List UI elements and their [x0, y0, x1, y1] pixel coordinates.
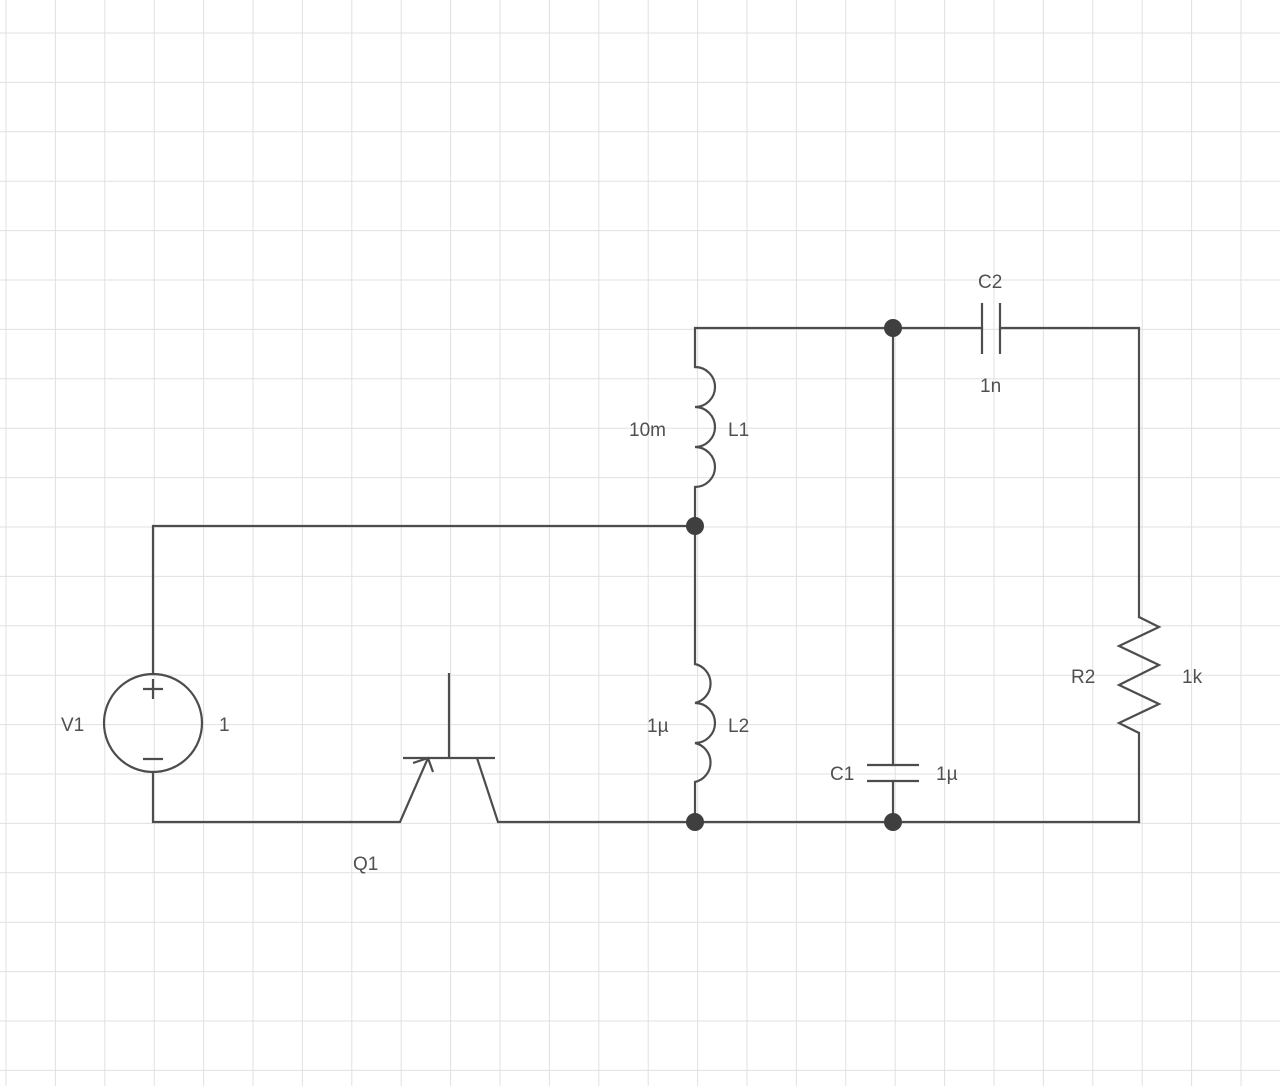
junction-nodes	[686, 319, 902, 831]
l1-value-label: 10m	[629, 420, 666, 441]
c2-name-label: C2	[978, 272, 1002, 293]
l2-coil	[694, 662, 717, 784]
r2-name-label: R2	[1071, 667, 1095, 688]
v1-body	[102, 672, 204, 774]
wires	[151, 326, 1141, 824]
l1-name-label: L1	[728, 420, 749, 441]
c2-value-label: 1n	[980, 376, 1001, 397]
q1-emitter	[350, 757, 430, 824]
capacitor-c1[interactable]: C1 1µ	[830, 763, 958, 785]
l2-value-label: 1µ	[647, 716, 669, 737]
capacitor-c2[interactable]: C2 1n	[978, 272, 1002, 397]
wire-v1-bottom[interactable]	[151, 770, 352, 824]
c1-value-label: 1µ	[936, 764, 958, 785]
junction-node[interactable]	[686, 813, 704, 831]
wire-l1-top[interactable]	[693, 326, 895, 369]
inductor-l2[interactable]: 1µ L2	[647, 662, 749, 784]
wire-c2-right[interactable]	[998, 326, 1141, 619]
v1-name-label: V1	[61, 715, 84, 736]
l1-coil	[694, 365, 717, 489]
junction-node[interactable]	[686, 517, 704, 535]
q1-name-label: Q1	[353, 854, 378, 875]
r2-value-label: 1k	[1182, 667, 1203, 688]
transistor-q1[interactable]: Q1	[350, 673, 548, 875]
c1-name-label: C1	[830, 764, 854, 785]
v1-value-label: 1	[219, 715, 230, 736]
junction-node[interactable]	[884, 319, 902, 337]
q1-collector	[475, 757, 548, 824]
wire-v1-top[interactable]	[151, 524, 697, 676]
l2-name-label: L2	[728, 716, 749, 737]
resistor-r2[interactable]: R2 1k	[1071, 616, 1203, 734]
r2-zigzag	[1116, 616, 1162, 734]
q1-arrow	[412, 756, 435, 773]
junction-node[interactable]	[884, 813, 902, 831]
inductor-l1[interactable]: 10m L1	[629, 365, 749, 489]
voltage-source-v1[interactable]: V1 1	[61, 672, 230, 774]
